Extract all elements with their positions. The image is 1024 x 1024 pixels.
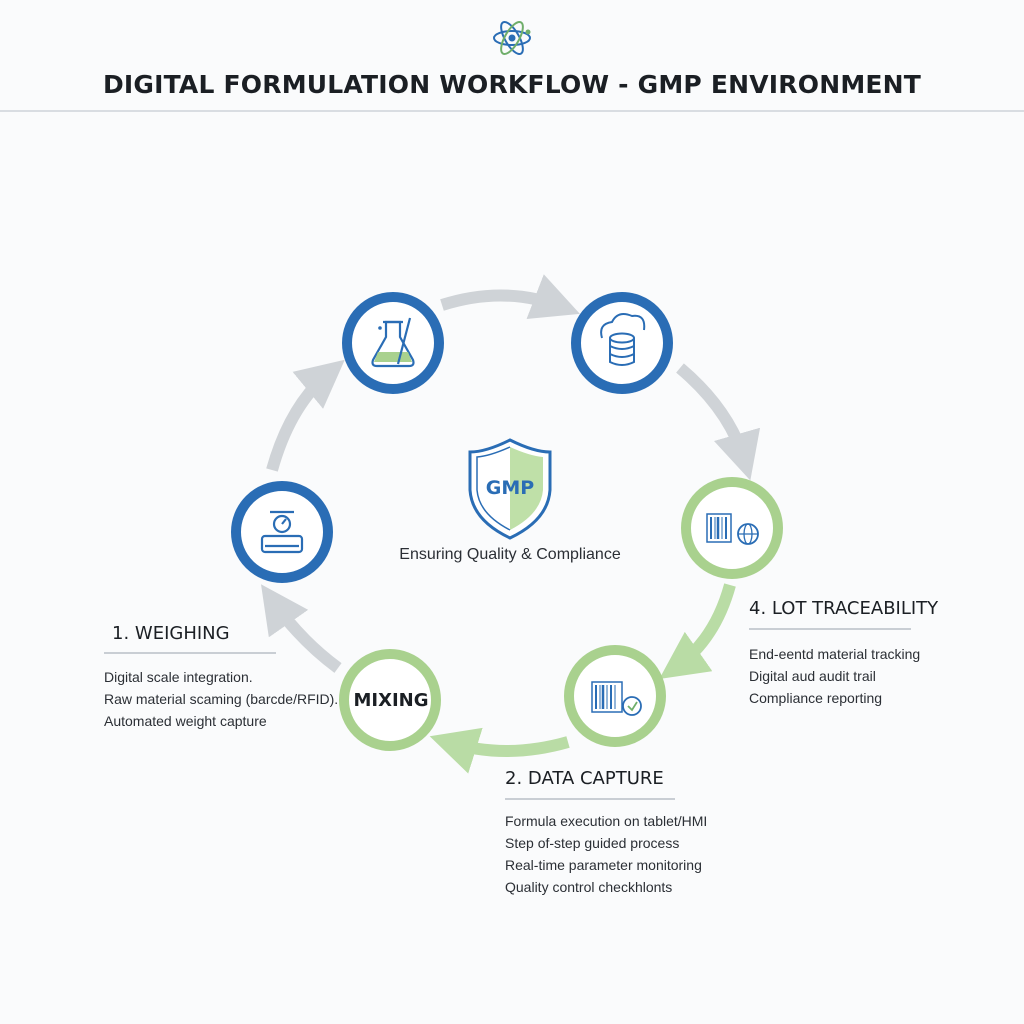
list-item: End-eentd material tracking — [749, 646, 921, 662]
flask-icon — [371, 317, 415, 368]
step-capture-list: Formula execution on tablet/HMI Step of-… — [505, 810, 707, 898]
gmp-badge-text: GMP — [486, 477, 535, 499]
scale-icon — [260, 510, 304, 554]
list-item: Digital aud audit trail — [749, 668, 876, 684]
list-item: Compliance reporting — [749, 690, 883, 706]
arrow-lab-to-cloud — [440, 274, 580, 320]
arrow-cloud-to-traceability — [676, 363, 761, 481]
list-item: Formula execution on tablet/HMI — [505, 813, 708, 829]
arrow-capture-to-mixing — [429, 727, 570, 774]
title-divider — [0, 110, 1024, 112]
list-item: Step of-step guided process — [505, 835, 680, 851]
node-weighing — [231, 481, 333, 583]
node-lab — [342, 292, 444, 394]
list-item: Real-time parameter monitoring — [505, 857, 702, 873]
step-traceability-divider — [749, 628, 911, 630]
list-item: Quality control checkhlonts — [505, 879, 673, 895]
step-traceability-title: 4. LOT TRACEABILITY — [749, 598, 939, 619]
arrow-weighing-to-lab — [266, 359, 345, 472]
mixing-label: MIXING — [353, 690, 429, 711]
step-weighing-list: Digital scale integration. Raw material … — [104, 666, 338, 732]
center-caption: Ensuring Quality & Compliance — [399, 546, 621, 563]
list-item: Digital scale integration. — [104, 669, 253, 685]
list-item: Automated weight capture — [104, 713, 267, 729]
arrow-mixing-to-weighing — [260, 584, 342, 673]
atom-icon — [493, 21, 531, 55]
arrow-traceability-to-capture — [659, 583, 736, 680]
node-traceability — [681, 477, 783, 579]
step-capture-divider — [505, 798, 675, 800]
list-item: Raw material scaming (barcde/RFID). — [104, 691, 339, 707]
step-traceability-list: End-eentd material tracking Digital aud … — [749, 643, 920, 709]
page-title: DIGITAL FORMULATION WORKFLOW - GMP ENVIR… — [102, 70, 922, 99]
node-capture — [564, 645, 666, 747]
node-cloud — [571, 292, 673, 394]
step-weighing-title: 1. WEIGHING — [112, 623, 230, 644]
node-mixing — [339, 649, 441, 751]
barcode-scan-icon — [591, 681, 642, 716]
step-weighing-divider — [104, 652, 276, 654]
step-capture-title: 2. DATA CAPTURE — [505, 768, 664, 789]
barcode-globe-icon — [706, 513, 759, 545]
cloud-database-icon — [600, 313, 646, 366]
shield-icon — [468, 438, 552, 540]
